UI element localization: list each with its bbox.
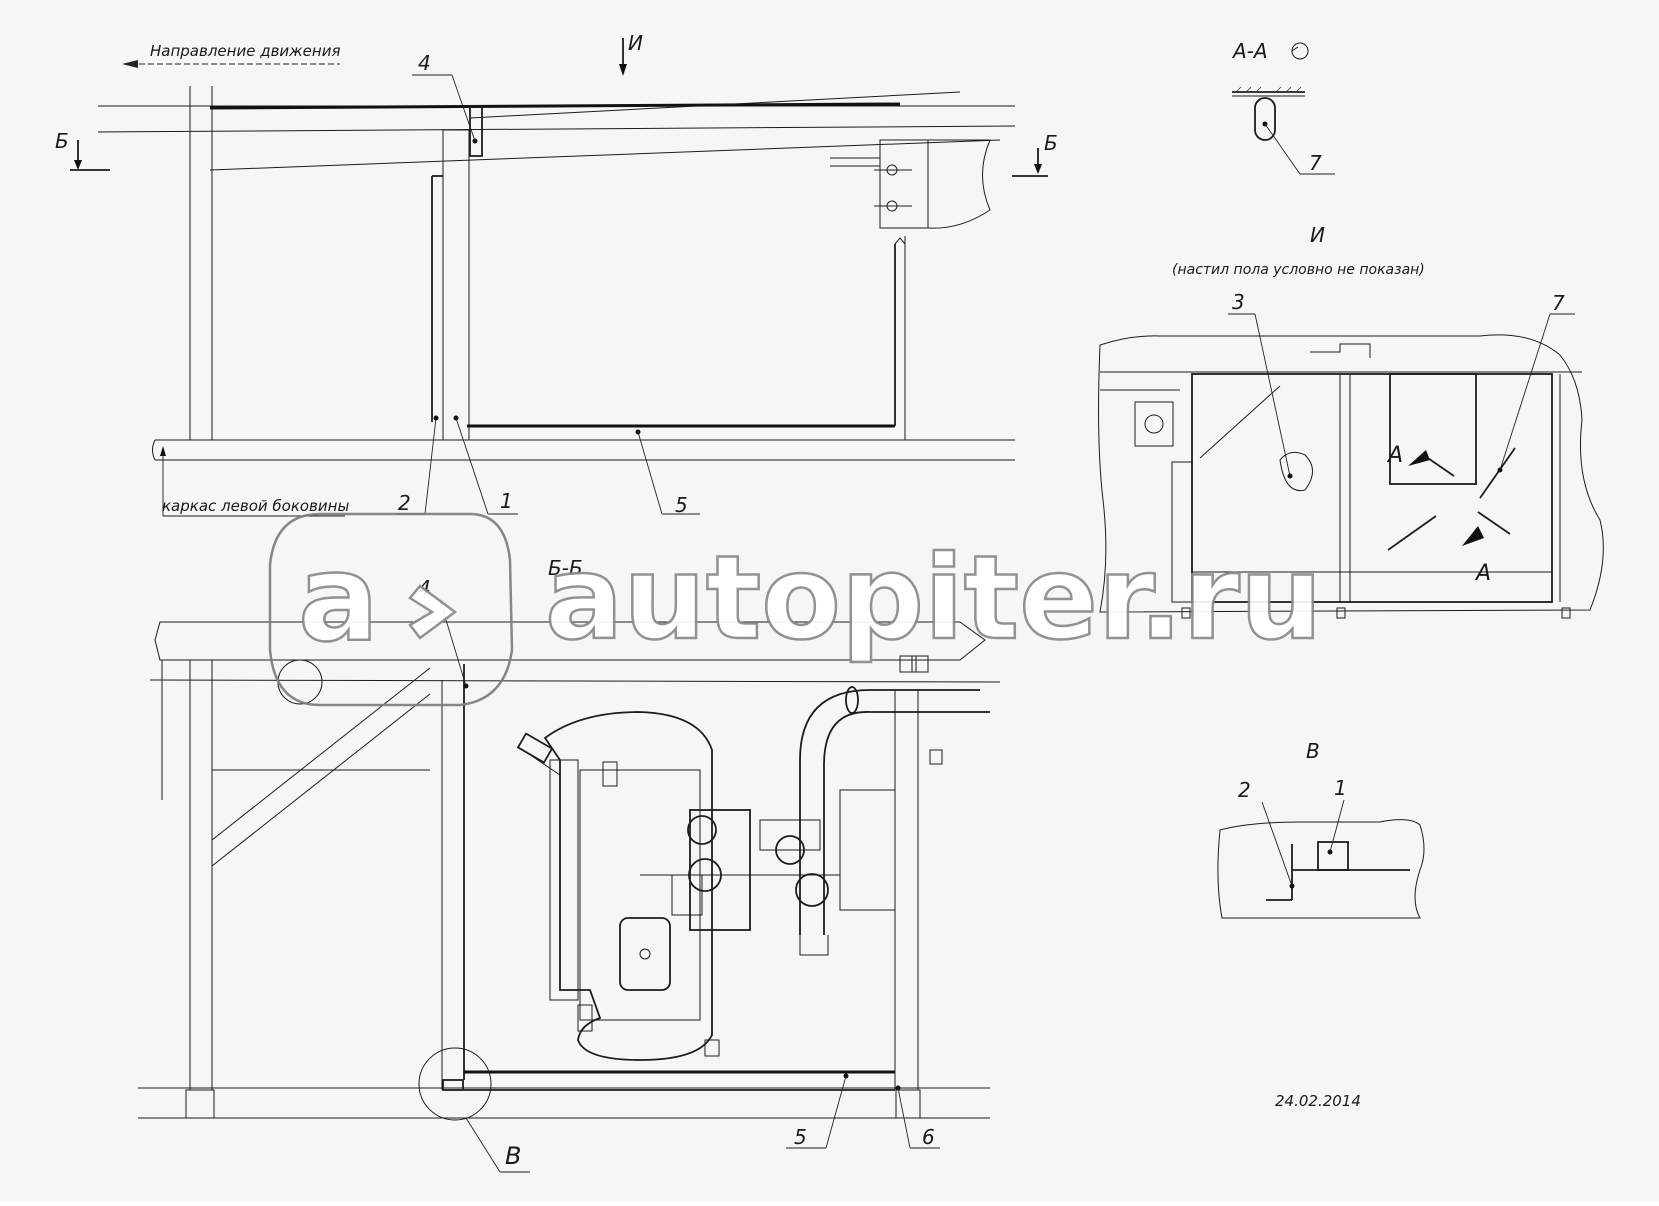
callout-5-bb: 5 bbox=[794, 1125, 807, 1149]
arrow-down-icon bbox=[619, 64, 627, 76]
callout-1: 1 bbox=[500, 489, 513, 513]
view-i-note: (настил пола условно не показан) bbox=[1172, 262, 1425, 278]
view-i-arrow-label: И bbox=[628, 31, 643, 55]
callout-5: 5 bbox=[675, 493, 688, 517]
watermark-chevron-icon bbox=[408, 584, 458, 640]
callout-3: 3 bbox=[1232, 290, 1245, 314]
date-label: 24.02.2014 bbox=[1275, 1092, 1361, 1110]
section-aa-title: А-А bbox=[1231, 39, 1268, 63]
view-v-callout: В bbox=[505, 1142, 521, 1170]
section-a-label-2: А bbox=[1474, 561, 1491, 586]
callout-7-aa: 7 bbox=[1309, 151, 1322, 175]
section-bb: Б-Б bbox=[138, 556, 1001, 1173]
callout-2-v: 2 bbox=[1238, 778, 1251, 802]
section-b-left-label: Б bbox=[55, 129, 69, 153]
view-v-title: В bbox=[1306, 739, 1320, 763]
callout-4: 4 bbox=[418, 51, 431, 75]
section-b-right-label: Б bbox=[1044, 131, 1058, 155]
section-bb-title: Б-Б bbox=[548, 556, 583, 580]
callout-1-v: 1 bbox=[1334, 776, 1347, 800]
section-aa: А-А 7 bbox=[1231, 39, 1335, 175]
watermark-logo-frame bbox=[268, 512, 514, 707]
arrow-left-icon bbox=[122, 60, 138, 68]
callout-2: 2 bbox=[398, 491, 411, 515]
left-frame-label: каркас левой боковины bbox=[162, 497, 349, 515]
watermark-text: autopiter.ru bbox=[545, 531, 1322, 666]
view-v: В 2 1 bbox=[1217, 739, 1425, 919]
view-i-title: И bbox=[1310, 223, 1325, 247]
callout-7: 7 bbox=[1552, 291, 1565, 315]
view-i: И (настил пола условно не показан) 3 7 bbox=[1098, 223, 1604, 619]
watermark-logo-letter: a bbox=[298, 530, 379, 669]
direction-label: Направление движения bbox=[150, 42, 340, 60]
section-a-label-1: А bbox=[1386, 443, 1403, 468]
watermark: a autopiter.ru bbox=[268, 512, 1324, 707]
callout-6: 6 bbox=[922, 1125, 935, 1149]
top-view: Направление движения И Б Б bbox=[55, 31, 1058, 517]
